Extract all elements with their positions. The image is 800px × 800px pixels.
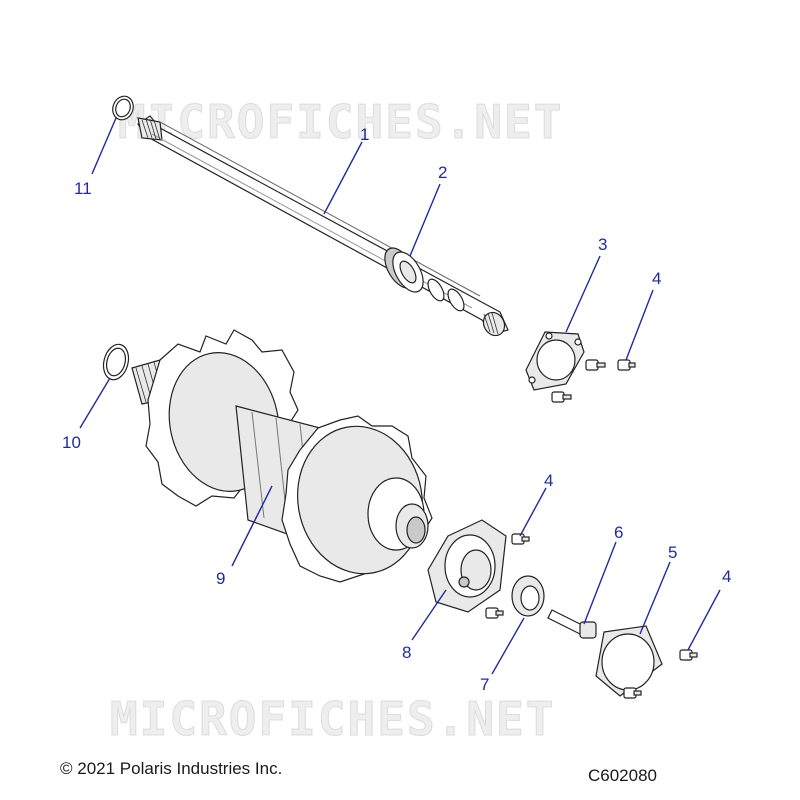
- part-shaft-bearing: [384, 247, 424, 293]
- part-cup-washer: [511, 575, 545, 617]
- part-drive-hub-assembly: [131, 329, 433, 583]
- callout-10: 10: [62, 433, 81, 452]
- part-bolt-g: [623, 687, 642, 699]
- callout-1: 1: [360, 125, 369, 144]
- leader-1: [323, 141, 363, 215]
- leader-8: [411, 589, 447, 641]
- part-bolt-d: [511, 533, 530, 545]
- part-bolt-a: [585, 359, 606, 371]
- part-oring-lower: [102, 343, 130, 381]
- diagram-code: C602080: [588, 766, 658, 785]
- callout-11: 11: [74, 179, 92, 198]
- part-end-cap: [595, 625, 663, 697]
- callout-6: 6: [614, 523, 623, 542]
- part-bolt-b: [617, 359, 636, 371]
- part-oring-top: [112, 95, 134, 121]
- leader-5: [639, 561, 671, 635]
- copyright-text: © 2021 Polaris Industries Inc.: [60, 759, 283, 778]
- callout-labels: 1 2 3 4 4 4 5 6 7 8 9 10 11: [62, 125, 731, 694]
- callout-5: 5: [668, 543, 677, 562]
- part-bolt-f: [679, 649, 698, 661]
- leader-7: [491, 617, 525, 675]
- leader-4c: [687, 589, 721, 651]
- leader-4a: [625, 289, 654, 361]
- leader-6: [583, 541, 617, 625]
- part-flange-bolt: [547, 609, 597, 639]
- part-flange-gasket: [525, 331, 585, 391]
- callout-9: 9: [216, 569, 225, 588]
- leader-lines: [79, 117, 721, 675]
- callout-8: 8: [402, 643, 411, 662]
- callout-3: 3: [598, 235, 607, 254]
- leader-2: [409, 183, 441, 257]
- callout-2: 2: [438, 163, 447, 182]
- part-bolt-e: [485, 607, 504, 619]
- callout-4c: 4: [722, 567, 731, 586]
- part-bearing-housing: [427, 519, 507, 613]
- leader-10: [79, 377, 111, 429]
- watermark-top: MICROFICHES.NET: [118, 95, 563, 149]
- leader-9: [231, 485, 273, 567]
- leader-3: [565, 255, 601, 333]
- callout-4b: 4: [544, 471, 553, 490]
- watermark-bottom: MICROFICHES.NET: [110, 692, 555, 746]
- callout-4a: 4: [652, 269, 661, 288]
- leader-11: [91, 117, 117, 175]
- part-bolt-c: [551, 391, 572, 403]
- part-drive-shaft: [137, 115, 509, 337]
- callout-7: 7: [480, 675, 489, 694]
- leader-4b: [519, 487, 547, 537]
